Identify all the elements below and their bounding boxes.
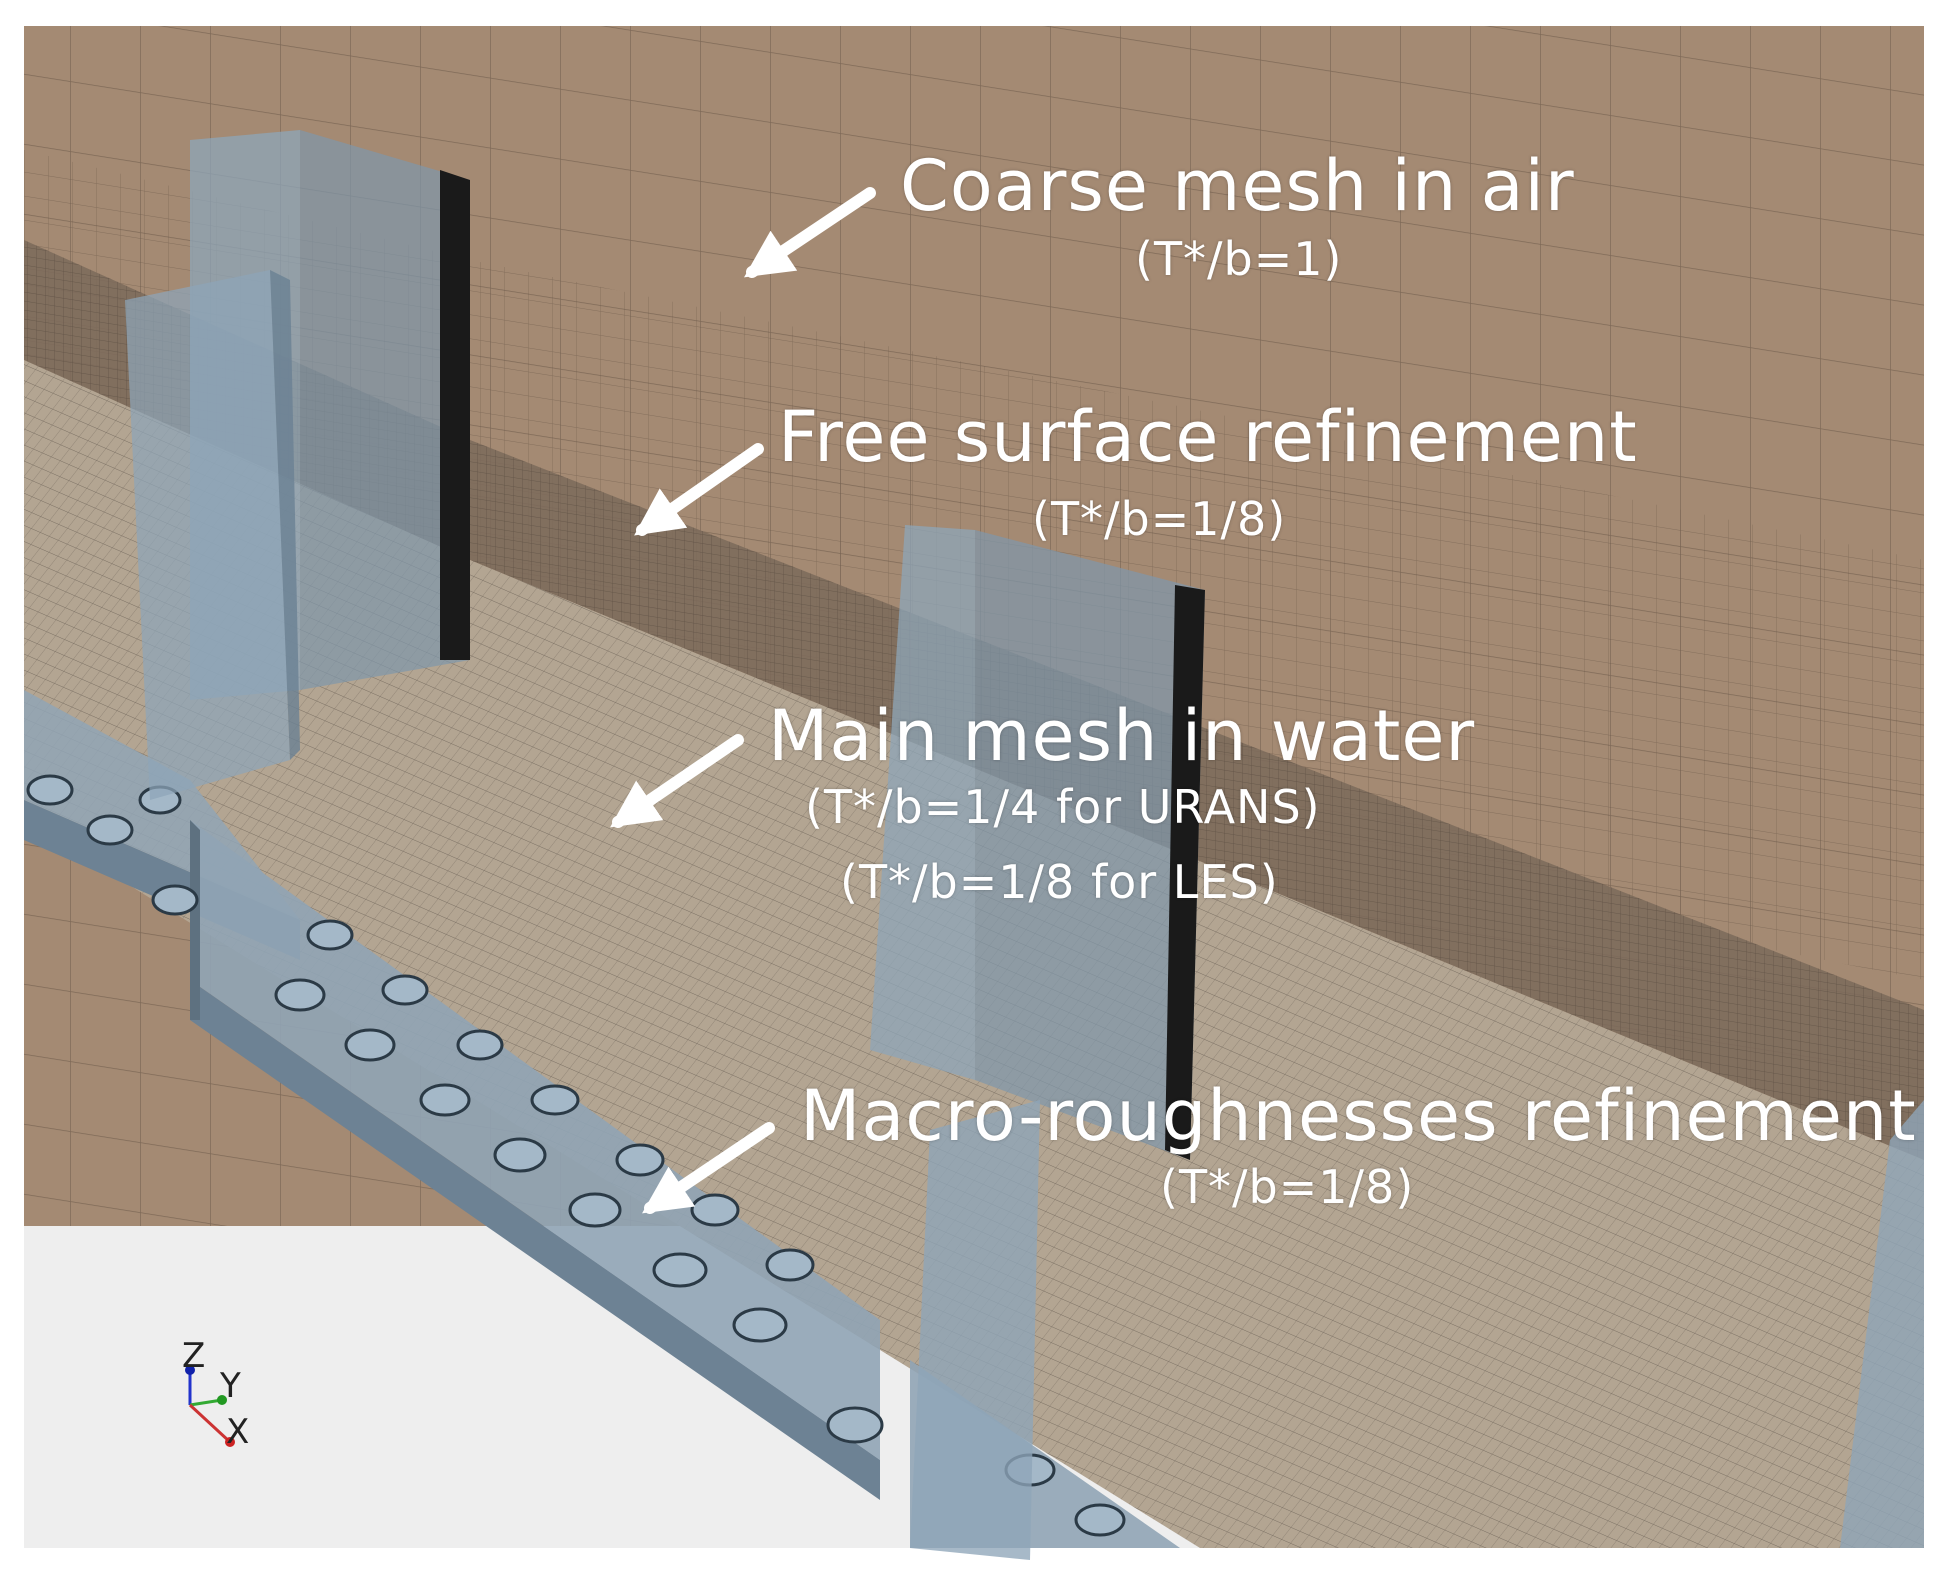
axis-label-z: Z: [182, 1336, 206, 1376]
arrow-macro: [642, 1122, 775, 1214]
label-macro-title: Macro-roughnesses refinement: [800, 1075, 1917, 1157]
obstacle-right-edge: [1840, 1100, 1924, 1548]
label-main-water-sub1: (T*/b=1/4 for URANS): [805, 780, 1321, 834]
axis-triad: [185, 1365, 235, 1447]
floor-plate-middle: [190, 820, 880, 1500]
annotation-arrows: [610, 187, 876, 1214]
obstacle-front-left: [125, 270, 300, 800]
axis-label-y: Y: [220, 1366, 241, 1406]
label-free-surface-title: Free surface refinement: [778, 396, 1638, 478]
label-main-water-sub2: (T*/b=1/8 for LES): [840, 855, 1279, 909]
arrow-free-surface: [634, 443, 764, 536]
label-free-surface-sub: (T*/b=1/8): [1032, 492, 1287, 546]
arrow-coarse: [744, 187, 876, 278]
label-main-water-title: Main mesh in water: [768, 695, 1476, 777]
obstacle-center: [870, 525, 1205, 1560]
axis-label-x: X: [226, 1412, 250, 1452]
label-macro-sub: (T*/b=1/8): [1160, 1160, 1415, 1214]
label-coarse-title: Coarse mesh in air: [900, 145, 1575, 227]
arrow-main-water: [610, 734, 744, 828]
label-coarse-sub: (T*/b=1): [1135, 232, 1343, 286]
